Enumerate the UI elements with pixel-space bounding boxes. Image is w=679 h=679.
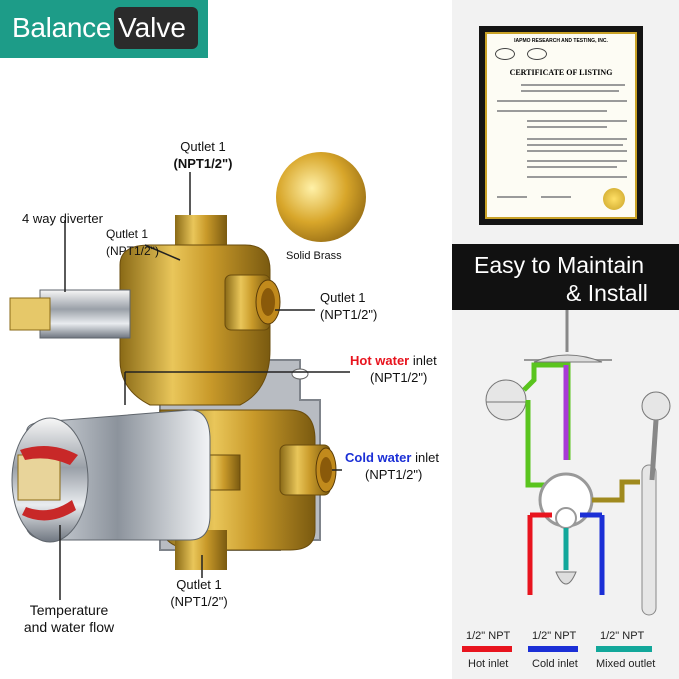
maintain-line2: & Install [566,280,648,306]
gold-seal [603,188,625,210]
title-valve-box [114,7,198,49]
legend-hot-bar [462,646,512,652]
legend-hot-npt: 1/2" NPT [466,630,511,642]
maintain-banner: Easy to Maintain & Install [452,244,679,310]
label-outlet-right: Qutlet 1(NPT1/2") [320,290,378,322]
label-hot-inlet: Hot water inlet (NPT1/2") [350,353,437,385]
legend-mixed-npt: 1/2" NPT [600,630,645,642]
valve-illustration [9,172,350,600]
legend-hot-label: Hot inlet [468,658,509,670]
title-valve: Valve [118,12,186,43]
label-cold-inlet: Cold water inlet (NPT1/2") [345,450,439,482]
legend-cold-npt: 1/2" NPT [532,630,577,642]
solid-brass-label: Solid Brass [286,250,342,262]
legend-cold-label: Cold inlet [532,658,578,670]
label-outlet-top: Qutlet 1(NPT1/2") [173,139,233,171]
legend-cold-bar [528,646,578,652]
upc-logo [527,48,547,60]
plumbing-diagram [485,310,671,616]
title-balance: Balance [12,12,112,43]
legend-mixed-bar [596,646,652,652]
iapmo-logo [495,48,515,60]
legend-mixed-label: Mixed outlet [596,658,656,670]
certificate: IAPMO RESEARCH AND TESTING, INC. CERTIFI… [485,32,637,219]
maintain-line1: Easy to Maintain [474,252,645,278]
label-outlet-left: Qutlet 1(NPT1/2") [106,227,159,258]
label-diverter: 4 way diverter [22,211,103,226]
certificate-title: CERTIFICATE OF LISTING [509,68,613,77]
label-outlet-bottom: Qutlet 1(NPT1/2") [170,577,228,609]
certificate-org: IAPMO RESEARCH AND TESTING, INC. [514,38,608,44]
solid-brass-swatch [276,152,366,242]
diverter-stem [39,289,131,339]
